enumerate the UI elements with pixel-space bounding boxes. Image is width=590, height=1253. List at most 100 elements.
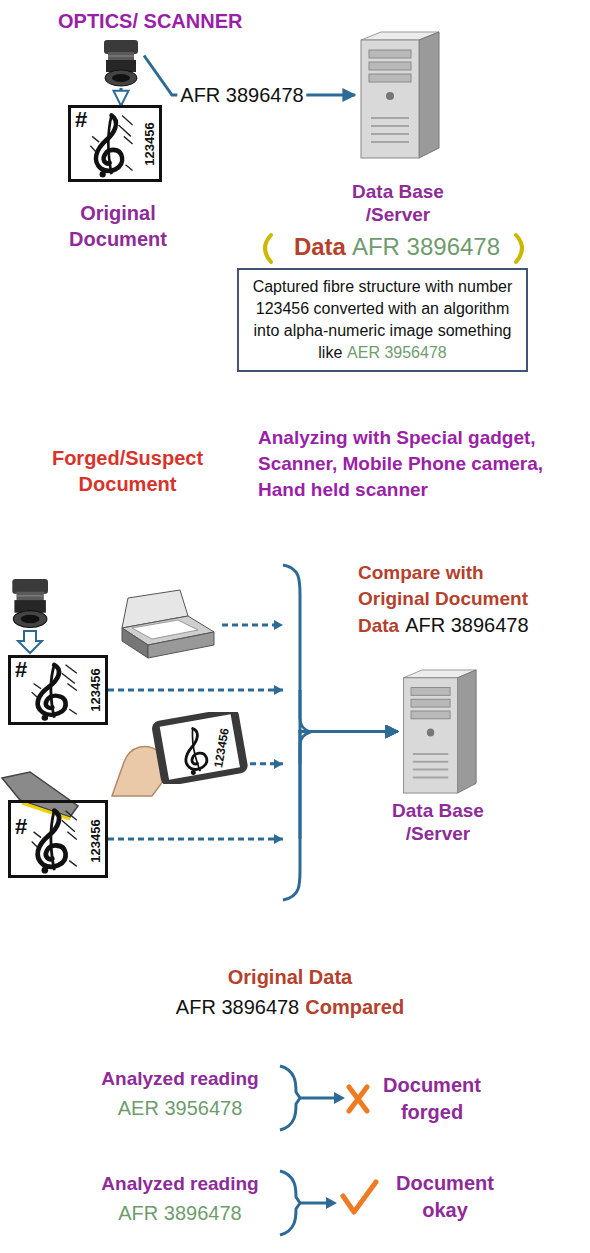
fibre-pattern	[108, 116, 111, 175]
server-icon	[371, 141, 409, 143]
flow-arrow	[250, 732, 398, 764]
server-icon	[419, 32, 439, 158]
camera-icon	[108, 56, 134, 57]
fibre-pattern	[42, 867, 49, 874]
dotted-arrow	[274, 620, 283, 630]
reading-label: Analyzed reading	[85, 1065, 275, 1093]
dotted-arrow	[222, 624, 274, 627]
camera-icon	[98, 38, 144, 88]
server-icon	[371, 117, 409, 119]
cross-mark	[349, 1087, 367, 1111]
suspect-document: #123456	[8, 655, 108, 725]
handheld-scanner	[22, 803, 70, 819]
label-group: Document forged	[372, 1072, 492, 1126]
result-bracket	[280, 1066, 300, 1235]
server-icon	[398, 668, 478, 795]
document-caption: Original Document	[53, 200, 183, 252]
flow-arrow	[108, 690, 398, 732]
result-heading: Compared	[305, 996, 404, 1018]
cross-mark	[349, 1087, 367, 1111]
fibre-pattern	[51, 811, 55, 871]
phone-icon	[160, 714, 240, 780]
result-arrow	[326, 1197, 337, 1209]
server-caption: Data Base /Server	[373, 799, 503, 845]
fibre-pattern	[90, 116, 132, 171]
phone-icon	[181, 727, 209, 771]
result-bracket	[280, 1066, 300, 1130]
server-icon	[404, 678, 458, 793]
check-mark	[343, 1182, 376, 1212]
hash-mark: #	[15, 658, 27, 682]
result-arrow	[300, 1092, 345, 1209]
phone-icon	[151, 712, 249, 784]
edge-label: AFR 3896478	[177, 83, 306, 107]
verdict-text: Document forged	[383, 1074, 481, 1123]
server-icon	[411, 688, 450, 696]
server-caption: Data Base /Server	[333, 180, 463, 226]
phone-icon	[150, 712, 250, 784]
server-icon	[361, 40, 419, 158]
camera-icon	[104, 40, 138, 54]
label-group: Analyzed readingAFR 3896478	[85, 1170, 275, 1228]
hash-mark: #	[75, 108, 87, 132]
method-note: Analyzing with Special gadget, Scanner, …	[258, 427, 543, 500]
fibre-pattern	[100, 171, 106, 178]
server-icon	[427, 729, 434, 737]
section-heading: Forged/Suspect Document	[52, 447, 203, 495]
serial-number: 123456	[88, 668, 103, 711]
suspect-document: #123456	[8, 800, 108, 878]
scanner-heading: OPTICS/ SCANNER	[58, 10, 242, 33]
label-group: Document okay	[385, 1170, 505, 1224]
code-value: AFR 3896478	[85, 1198, 275, 1228]
camera-icon	[21, 615, 40, 623]
flatbed-scanner	[122, 628, 148, 658]
server-icon	[458, 670, 477, 793]
phone-screen: 123456	[150, 712, 250, 784]
flow-arrow	[120, 88, 123, 105]
hollow-arrow	[18, 631, 42, 653]
code-value: AER 3956478	[347, 344, 447, 361]
note-box: Captured fibre structure with number 123…	[237, 268, 528, 372]
result-arrow	[300, 1202, 328, 1205]
hash-mark: #	[15, 815, 27, 839]
fibre-pattern	[51, 665, 55, 718]
yellow-parenthesis	[265, 235, 271, 262]
result-heading: Original Data	[140, 962, 440, 992]
fibre-pattern	[42, 715, 49, 721]
server-icon	[369, 74, 411, 82]
label-group: Compare with Original Document DataAFR 3…	[358, 560, 548, 639]
result-arrow	[300, 1097, 336, 1100]
camera-icon	[112, 74, 130, 82]
phone-icon	[181, 727, 210, 776]
camera-icon	[12, 579, 48, 594]
phone-icon	[190, 729, 200, 772]
label-group: Forged/Suspect Document	[40, 445, 215, 497]
database-server: Data Base /Server	[398, 668, 478, 795]
serial-number: 123456	[142, 122, 157, 165]
server-icon	[355, 30, 441, 160]
label-group: Original DataAFR 3896478Compared	[140, 962, 440, 1022]
cross-mark	[349, 1087, 367, 1111]
server-icon	[371, 133, 409, 135]
result-bracket	[280, 1171, 300, 1235]
server-icon	[369, 50, 411, 58]
serial-number: 123456	[88, 819, 103, 862]
server-icon	[386, 92, 394, 100]
flatbed-scanner	[122, 590, 214, 658]
check-mark	[343, 1182, 376, 1212]
camera-icon	[12, 579, 48, 627]
code-value: AER 3956478	[85, 1093, 275, 1123]
server-icon	[413, 753, 448, 755]
server-icon	[369, 62, 411, 70]
result-arrow	[334, 1092, 345, 1104]
yellow-parenthesis	[516, 235, 522, 262]
flow-arrow	[108, 732, 398, 840]
database-server: Data Base /Server	[355, 30, 441, 160]
server-icon	[371, 125, 409, 127]
scanner-camera: OPTICS/ SCANNER	[98, 38, 144, 88]
server-icon	[413, 769, 448, 771]
phone-icon	[191, 770, 197, 776]
label-group: DataAFR 3896478	[282, 232, 512, 262]
